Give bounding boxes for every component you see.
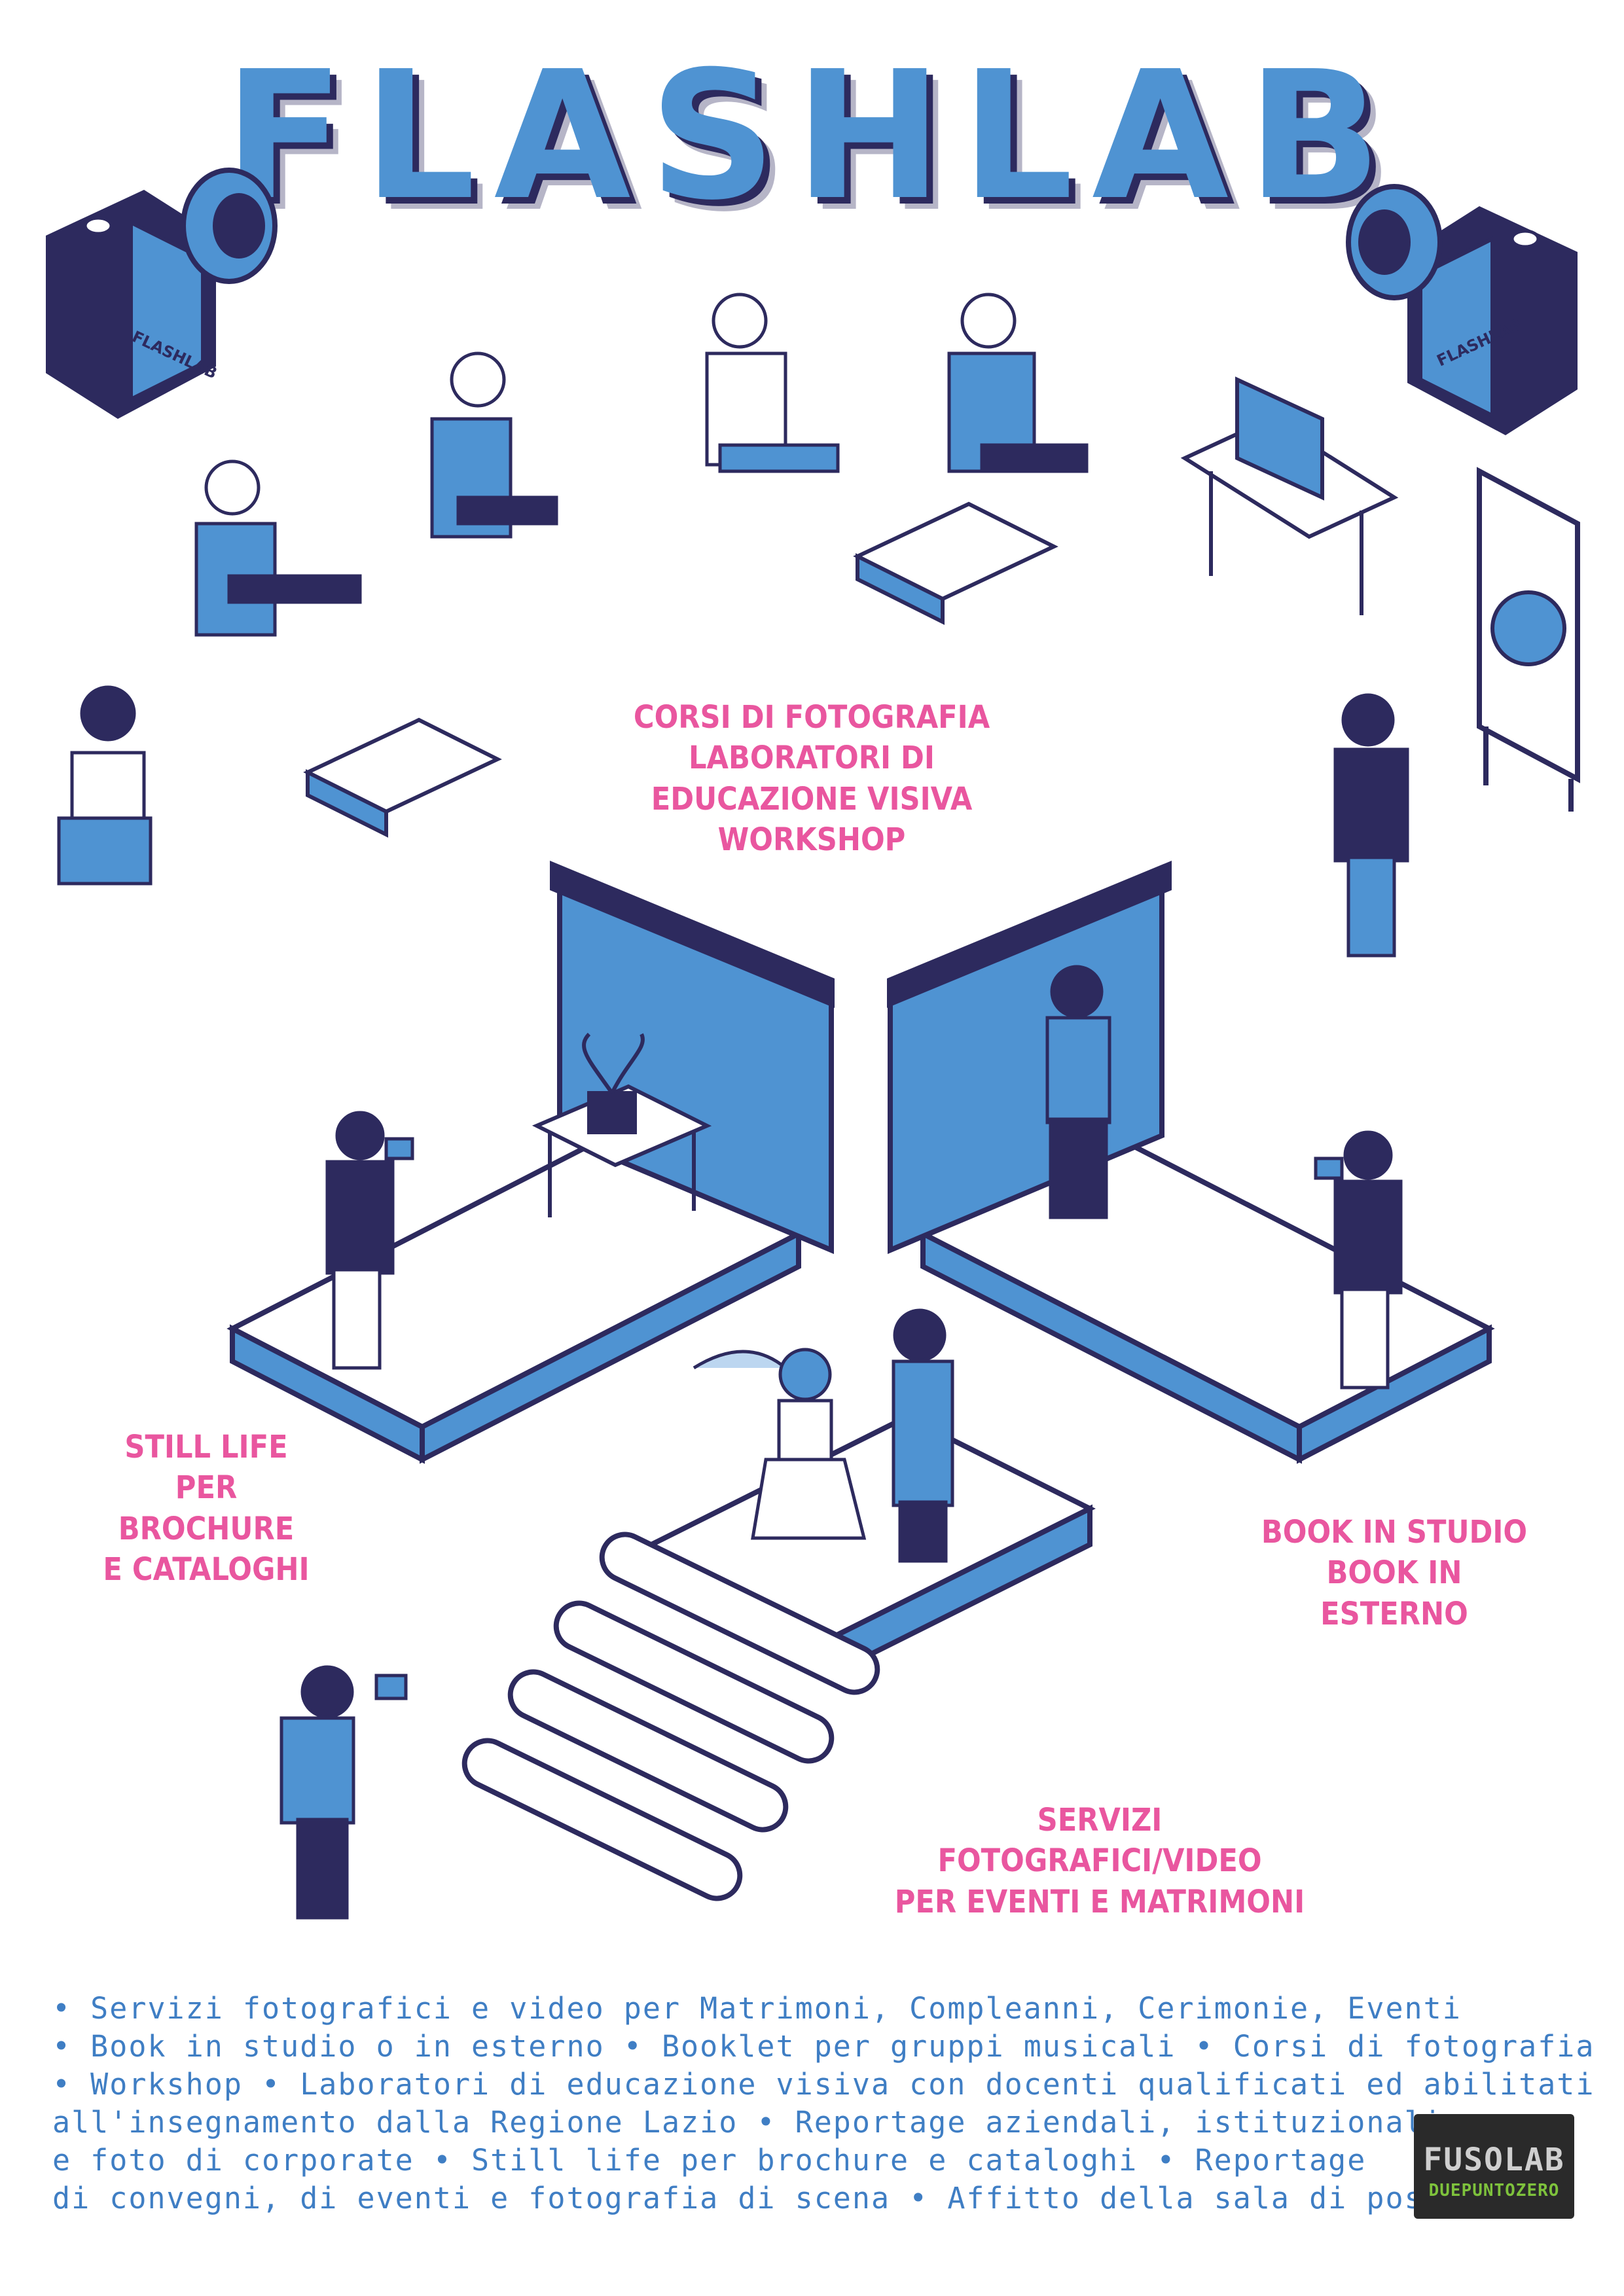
coffee-table-left [303, 717, 502, 838]
camera-icon-left: FLASHLAB [46, 168, 278, 419]
bride [693, 1348, 867, 1540]
seated-person-2 [430, 351, 558, 539]
desk-with-monitor [1180, 376, 1399, 615]
logo-line2: DUEPUNTOZERO [1428, 2181, 1560, 2200]
model-on-backdrop [1045, 965, 1111, 1219]
description-line: • Book in studio o in esterno • Booklet … [52, 2029, 1595, 2064]
services-top: CORSI DI FOTOGRAFIA LABORATORI DI EDUCAZ… [589, 697, 1034, 861]
seated-person-5 [57, 685, 153, 886]
services-bottom: SERVIZI FOTOGRAFICI/VIDEO PER EVENTI E M… [871, 1800, 1329, 1922]
photographer-backpack [280, 1665, 408, 1920]
studio-platform-right [887, 861, 1495, 1464]
logo-line1: FUSOLAB [1423, 2142, 1565, 2178]
wedding-stage [639, 1414, 1096, 1680]
service-label: WORKSHOP [717, 821, 906, 859]
description-line: • Workshop • Laboratori di educazione vi… [52, 2067, 1595, 2102]
plant-table [532, 1032, 712, 1217]
presentation-board [1477, 467, 1580, 812]
camera-icon-right: FLASHLAB [1346, 184, 1578, 435]
description-line: di convegni, di eventi e fotografia di s… [52, 2181, 1443, 2215]
description-line: • Servizi fotografici e video per Matrim… [52, 1991, 1462, 2026]
service-label: CORSI DI FOTOGRAFIA [633, 699, 990, 736]
seated-person-4 [947, 293, 1089, 473]
service-label: BOOK IN STUDIO [1261, 1514, 1528, 1551]
studio-platform-left [226, 861, 835, 1464]
description-line: all'insegnamento dalla Regione Lazio • R… [52, 2105, 1443, 2140]
service-label: SERVIZI FOTOGRAFICI/VIDEO [937, 1802, 1262, 1880]
page-title: FLASHLAB [224, 33, 1400, 239]
service-label: BOOK IN ESTERNO [1320, 1554, 1468, 1632]
description-line: e foto di corporate • Still life per bro… [52, 2143, 1367, 2178]
coffee-table-right [853, 501, 1058, 625]
groom [892, 1308, 954, 1563]
services-left: STILL LIFE PER BROCHURE E CATALOGHI [85, 1427, 327, 1590]
standing-presenter [1333, 693, 1409, 958]
logo-background [1414, 2114, 1574, 2219]
stairs [461, 1532, 880, 1901]
service-label: LABORATORI DI EDUCAZIONE VISIVA [651, 740, 973, 817]
photographer-left [325, 1111, 414, 1370]
seated-person-1 [194, 459, 362, 637]
service-label: E CATALOGHI [103, 1551, 310, 1588]
photographer-right [1314, 1130, 1403, 1390]
service-label: PER EVENTI E MATRIMONI [894, 1883, 1305, 1920]
services-right: BOOK IN STUDIO BOOK IN ESTERNO [1257, 1512, 1532, 1634]
seated-person-3 [705, 293, 840, 473]
services-description: • Servizi fotografici e video per Matrim… [52, 1990, 1595, 2217]
service-label: PER BROCHURE [118, 1469, 295, 1547]
service-label: STILL LIFE [124, 1429, 288, 1465]
fusolab-logo: FUSOLAB DUEPUNTOZERO [1414, 2114, 1574, 2219]
